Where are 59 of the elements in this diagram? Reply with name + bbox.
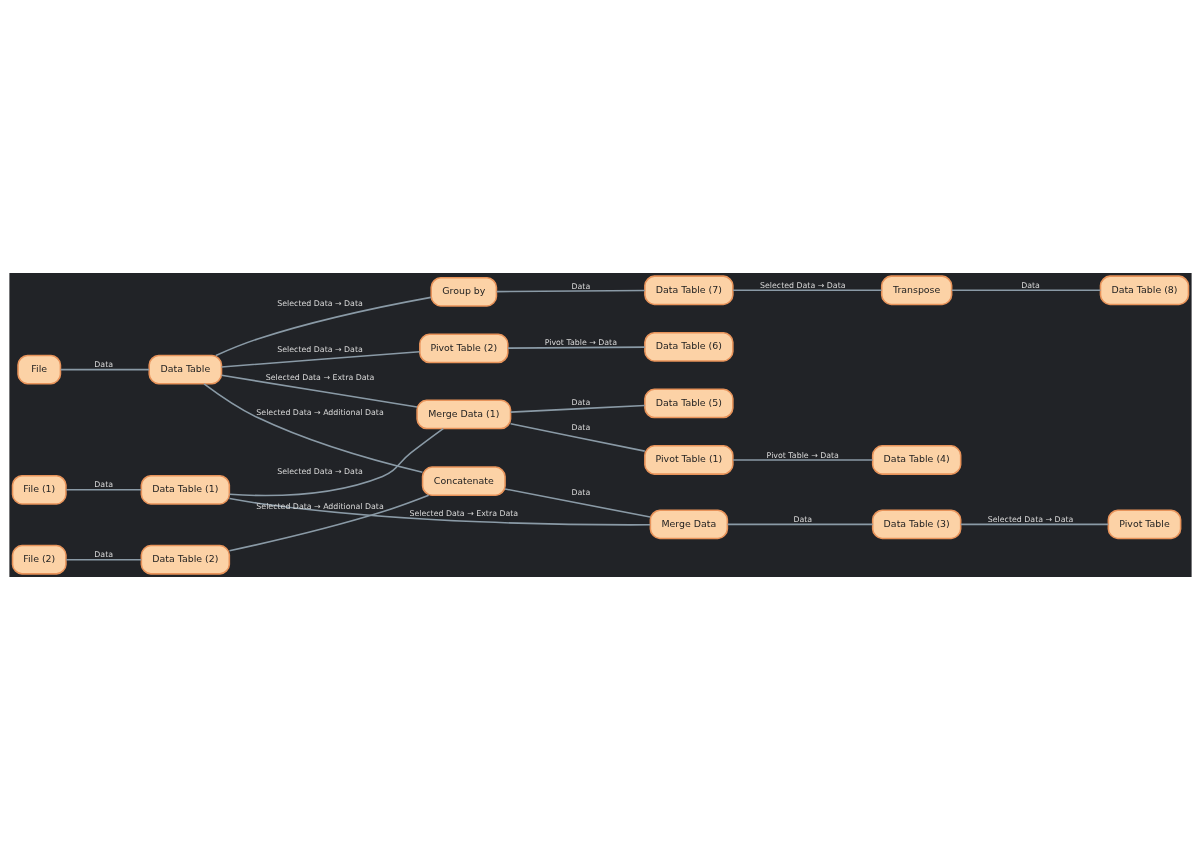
connector — [228, 427, 444, 496]
connector — [509, 422, 646, 452]
connector — [228, 494, 430, 552]
edge-label: Data — [94, 479, 114, 489]
node-box: Pivot Table (1) — [644, 444, 734, 475]
connector — [203, 382, 424, 473]
connector — [228, 497, 651, 526]
edge-label: Selected Data → Additional Data — [256, 407, 384, 417]
node-box: File (1) — [11, 474, 67, 505]
edge-label: Pivot Table → Data — [544, 337, 618, 347]
connector — [509, 404, 646, 413]
node-box: Pivot Table — [1107, 508, 1182, 539]
edge-label: Pivot Table → Data — [766, 450, 839, 460]
node-box: File (2) — [11, 544, 67, 575]
node-box: Group by — [430, 276, 498, 307]
edge-label: Selected Data → Data — [760, 280, 846, 290]
connector — [504, 487, 651, 518]
connector — [507, 345, 646, 349]
edge-label: Selected Data → Extra Data — [265, 372, 375, 382]
edge-label: Selected Data → Data — [277, 344, 363, 354]
edge-label: Data — [571, 281, 591, 291]
connector — [951, 289, 1102, 291]
connector — [65, 488, 143, 491]
node-box: Data Table (4) — [871, 444, 962, 475]
edge-label: Data — [571, 422, 591, 432]
node-box: Data Table (7) — [644, 274, 734, 305]
node-box: Data Table (8) — [1099, 274, 1190, 305]
node-box: Merge Data (1) — [416, 398, 512, 429]
connector — [65, 558, 143, 560]
connector — [960, 523, 1110, 525]
edge-label: Selected Data → Data — [987, 514, 1074, 524]
node-box: Concatenate — [421, 465, 506, 496]
edge-label: Data — [571, 487, 591, 497]
connector — [495, 289, 646, 292]
node-box: File — [17, 354, 62, 385]
node-box: Data Table (5) — [644, 387, 734, 418]
edge-label: Selected Data → Data — [277, 466, 363, 476]
edge-label: Data — [793, 514, 813, 524]
connector — [220, 350, 421, 368]
edge-label: Data — [571, 397, 591, 407]
connector — [59, 368, 150, 370]
node-box: Data Table — [148, 354, 223, 385]
node-box: Transpose — [880, 274, 953, 305]
edge-label: Data — [1021, 280, 1040, 290]
node-box: Data Table (1) — [140, 474, 231, 505]
node-box: Data Table (6) — [644, 331, 734, 362]
connector — [726, 523, 874, 525]
connector — [732, 289, 883, 291]
node-box: Data Table (2) — [140, 544, 231, 575]
node-box: Data Table (3) — [871, 508, 962, 539]
node-box: Merge Data — [649, 508, 729, 539]
connector — [220, 374, 418, 408]
connector — [732, 458, 874, 461]
node-box: Pivot Table (2) — [419, 333, 509, 363]
edge-label: Selected Data → Data — [277, 298, 363, 308]
edge-label: Data — [94, 549, 114, 559]
edge-label: Selected Data → Extra Data — [409, 508, 519, 518]
connector — [215, 296, 432, 356]
edge-label: Data — [94, 359, 114, 369]
